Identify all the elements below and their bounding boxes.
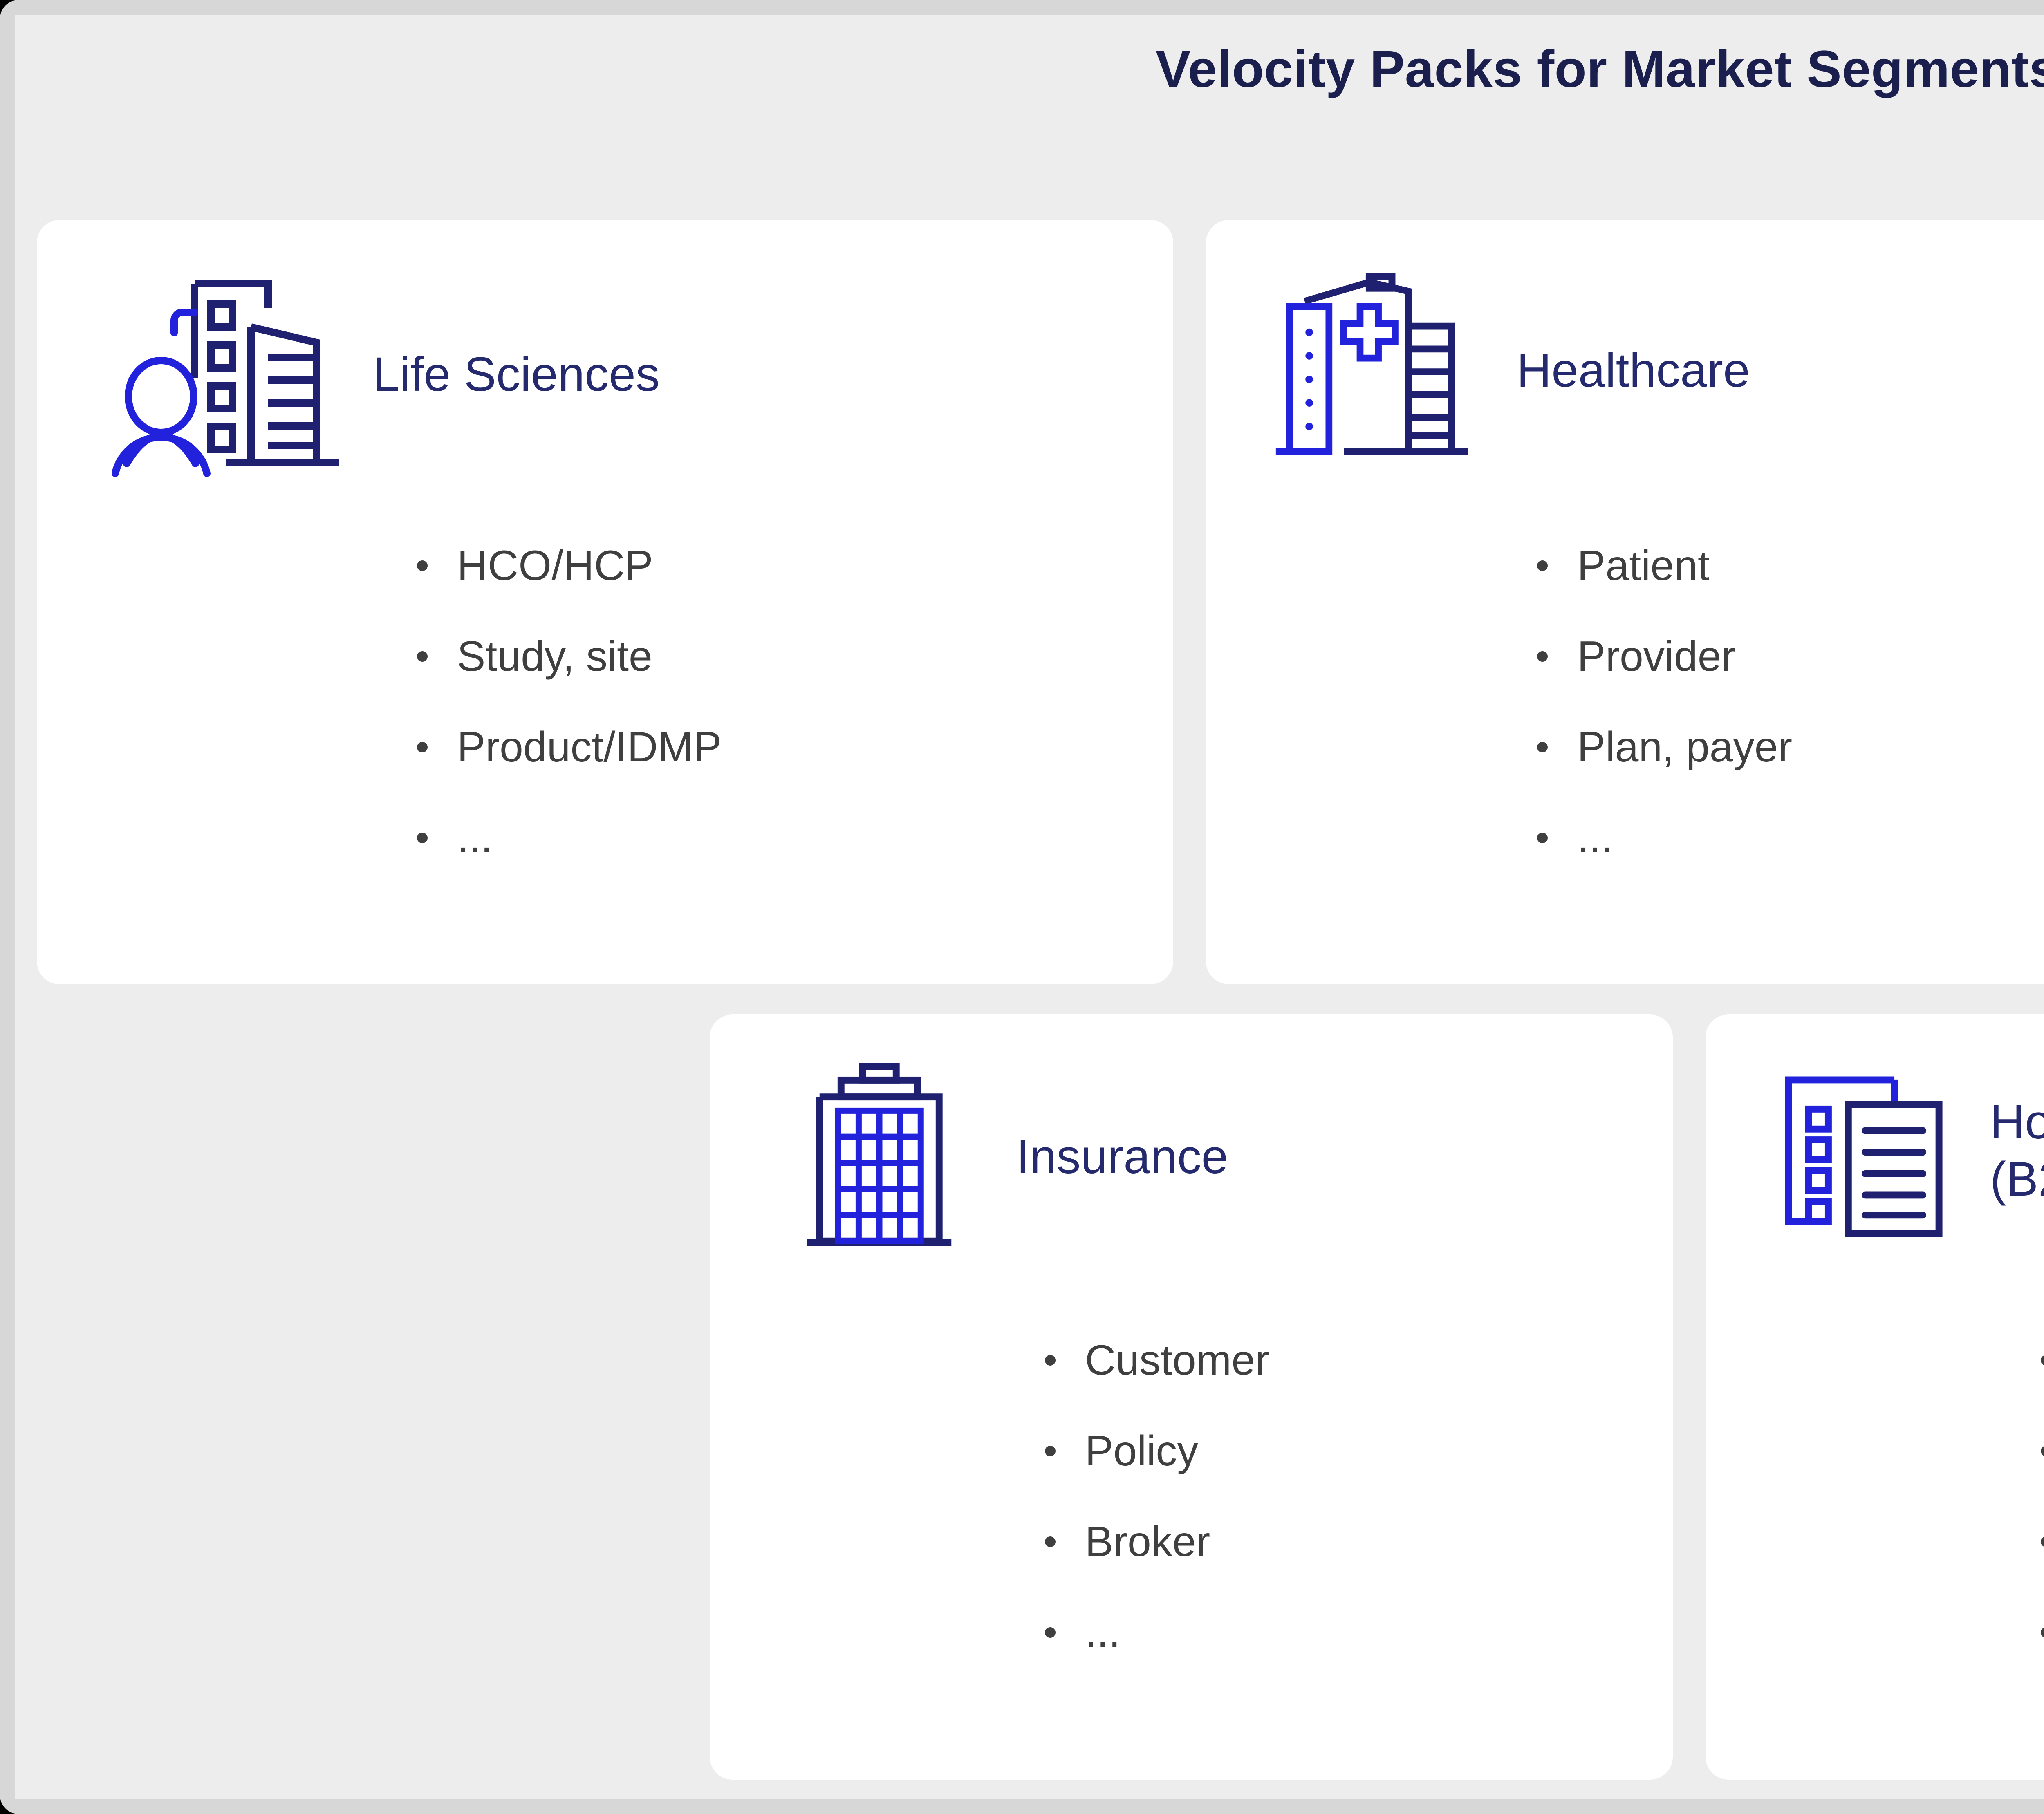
bullet-dot-icon (417, 651, 428, 662)
bullet-label: ... (457, 814, 493, 862)
bullet-list: HCO/HCP Study, site Product/IDMP ... (417, 543, 722, 861)
card-title: Life Sciences (373, 347, 660, 401)
bullet-dot-icon (1045, 1355, 1056, 1366)
card-healthcare[interactable]: Healthcare Patient Provider Plan, payer (1206, 220, 2044, 984)
card-insurance[interactable]: Insurance Customer Policy Broker ... (710, 1014, 1673, 1780)
list-item: Customer (2041, 1337, 2044, 1383)
list-item: Broker (1045, 1519, 1269, 1565)
bullet-list: Customer Policy Broker ... (1045, 1337, 1269, 1655)
bullet-list: Patient Provider Plan, payer ... (1537, 543, 1792, 861)
card-title: Insurance (1016, 1129, 1228, 1184)
bullet-dot-icon (1045, 1536, 1056, 1547)
bullet-dot-icon (1537, 651, 1548, 662)
list-item: Consumer (2041, 1428, 2044, 1474)
page-title: Velocity Packs for Market Segments (1155, 40, 2044, 99)
list-item: Product/IDMP (417, 724, 722, 770)
list-item: Study, site (417, 634, 722, 679)
card-header: Healthcare (1259, 259, 1750, 482)
bullet-dot-icon (2041, 1355, 2044, 1366)
bullet-dot-icon (1537, 742, 1548, 752)
card-life-sciences[interactable]: Life Sciences HCO/HCP Study, site Produc… (37, 220, 1173, 984)
list-item: ... (1045, 1610, 1269, 1655)
list-item: Location (2041, 1519, 2044, 1565)
card-title: Healthcare (1517, 343, 1750, 397)
list-item: Plan, payer (1537, 724, 1792, 770)
bullet-dot-icon (417, 833, 428, 843)
card-horizontal[interactable]: Horizontal (B2B/B2C) Customer Consumer L… (1706, 1014, 2044, 1780)
bullet-dot-icon (1045, 1446, 1056, 1456)
list-item: Patient (1537, 543, 1792, 589)
bullet-label: ... (1577, 814, 1613, 862)
card-title: Horizontal (B2B/B2C) (1990, 1095, 2044, 1206)
bullet-label: HCO/HCP (457, 542, 653, 589)
card-header: Insurance (787, 1054, 1228, 1260)
bullet-label: ... (1085, 1609, 1121, 1656)
office-building-icon (787, 1054, 971, 1260)
slide-canvas: Velocity Packs for Market Segments (15, 15, 2044, 1799)
bullet-label: Provider (1577, 633, 1736, 680)
bullet-list: Customer Consumer Location ... (2041, 1337, 2044, 1655)
bullet-dot-icon (2041, 1627, 2044, 1638)
bullet-dot-icon (1537, 560, 1548, 571)
card-header: Life Sciences (102, 259, 660, 490)
bullet-dot-icon (417, 560, 428, 571)
bullet-label: Broker (1085, 1518, 1210, 1565)
list-item: Policy (1045, 1428, 1269, 1474)
documents-icon (1767, 1054, 1959, 1248)
bullet-dot-icon (2041, 1536, 2044, 1547)
bullet-label: Plan, payer (1577, 723, 1793, 771)
list-item: ... (1537, 815, 1792, 861)
person-building-icon (102, 259, 347, 490)
bullet-dot-icon (1537, 833, 1548, 843)
hospital-building-icon (1259, 259, 1472, 482)
bullet-label: Study, site (457, 633, 652, 680)
list-item: Customer (1045, 1337, 1269, 1383)
bullet-dot-icon (417, 742, 428, 752)
bullet-label: Product/IDMP (457, 723, 722, 771)
card-header: Horizontal (B2B/B2C) (1767, 1054, 2044, 1248)
list-item: ... (417, 815, 722, 861)
bullet-label: Patient (1577, 542, 1710, 589)
list-item: Provider (1537, 634, 1792, 679)
bullet-dot-icon (2041, 1446, 2044, 1456)
bullet-label: Customer (1085, 1337, 1269, 1384)
list-item: ... (2041, 1610, 2044, 1655)
bullet-dot-icon (1045, 1627, 1056, 1638)
bullet-label: Policy (1085, 1427, 1199, 1475)
list-item: HCO/HCP (417, 543, 722, 589)
